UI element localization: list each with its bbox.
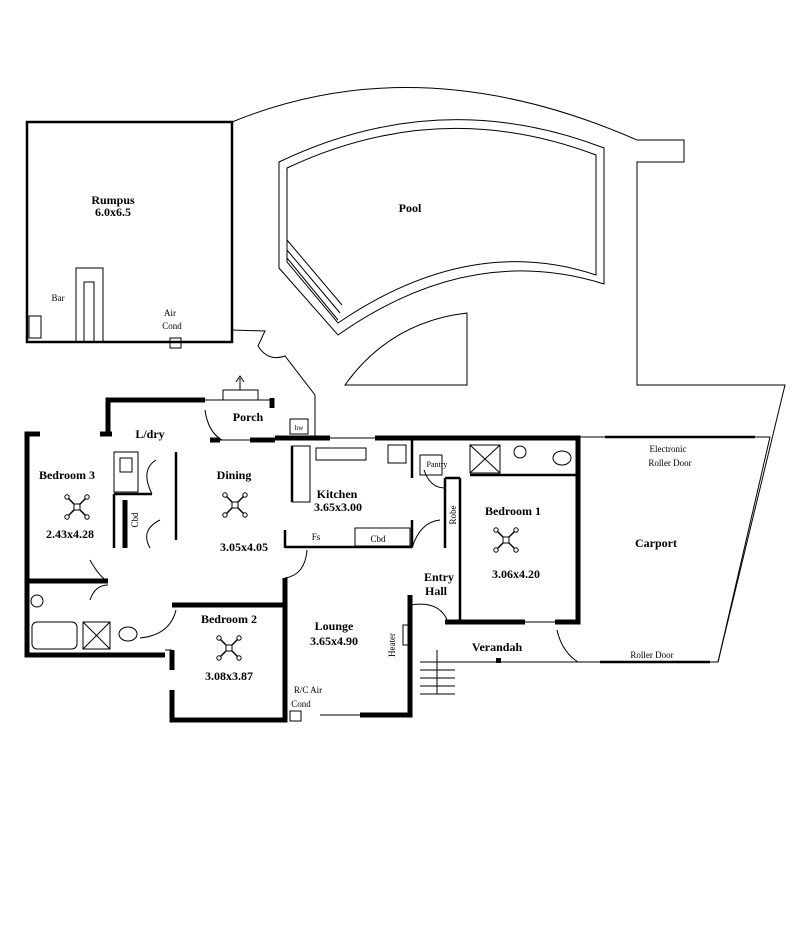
ceiling-fan-icon — [493, 527, 519, 553]
roller-door-label: Roller Door — [630, 650, 673, 660]
rc-air-cond-label-2: Cond — [291, 699, 311, 709]
air-conditioner — [169, 337, 182, 349]
rumpus-size: 6.0x6.5 — [95, 205, 131, 219]
porch-label: Porch — [233, 410, 264, 424]
rc-air-cond-label-1: R/C Air — [294, 685, 322, 695]
electronic-roller-door-label-2: Roller Door — [648, 458, 691, 468]
rumpus-room: Rumpus 6.0x6.5 Bar Air Cond — [25, 120, 234, 349]
bedroom2-size: 3.08x3.87 — [205, 669, 253, 683]
fridge-space-label: Fs — [312, 532, 321, 542]
fixtures — [30, 375, 572, 695]
bedroom3-size: 2.43x4.28 — [46, 527, 94, 541]
ceiling-fan-icon — [222, 492, 248, 518]
outdoor-paving-outline — [231, 87, 786, 663]
pool: Pool — [278, 119, 605, 336]
carport-label: Carport — [635, 536, 677, 550]
lounge-size: 3.65x4.90 — [310, 634, 358, 648]
robe-label: Robe — [448, 505, 458, 524]
entry-hall-label-1: Entry — [424, 570, 454, 584]
bedroom1-label: Bedroom 1 — [485, 504, 541, 518]
electronic-roller-door-label-1: Electronic — [650, 444, 687, 454]
heater-label: Heater — [387, 633, 397, 657]
ceiling-fan-icon — [216, 635, 242, 661]
bedroom2-label: Bedroom 2 — [201, 612, 257, 626]
laundry-label: L/dry — [135, 427, 164, 441]
shower — [82, 621, 111, 650]
dining-label: Dining — [217, 468, 252, 482]
lounge-label: Lounge — [315, 619, 354, 633]
cupboard-label: Cbd — [130, 512, 140, 528]
entry-hall-label-2: Hall — [425, 584, 448, 598]
kitchen-size: 3.65x3.00 — [314, 500, 362, 514]
bedroom1-size: 3.06x4.20 — [492, 567, 540, 581]
bath — [31, 621, 78, 650]
ceiling-fan-icon — [64, 494, 90, 520]
kitchen-label: Kitchen — [317, 487, 358, 501]
rumpus-label: Rumpus — [91, 193, 135, 207]
verandah-label: Verandah — [472, 640, 523, 654]
house-walls — [24, 397, 581, 723]
hot-water-label: hw — [295, 424, 305, 432]
stove — [315, 447, 367, 461]
rc-air-conditioner — [289, 710, 302, 722]
pool-label: Pool — [399, 201, 422, 215]
rumpus-ac-label-1: Air — [164, 308, 176, 318]
rumpus-ac-label-2: Cond — [162, 321, 182, 331]
toilet — [118, 626, 138, 642]
carport-area — [430, 435, 771, 664]
dining-size: 3.05x4.05 — [220, 540, 268, 554]
garden-bed — [344, 312, 468, 386]
bar-label: Bar — [52, 293, 65, 303]
basin — [30, 594, 44, 608]
pantry-label: Pantry — [427, 460, 448, 469]
room-labels: Bedroom 3 2.43x4.28 L/dry Porch hw Dinin… — [39, 410, 692, 722]
bedroom3-label: Bedroom 3 — [39, 468, 95, 482]
kitchen-cupboard-label: Cbd — [370, 534, 386, 544]
